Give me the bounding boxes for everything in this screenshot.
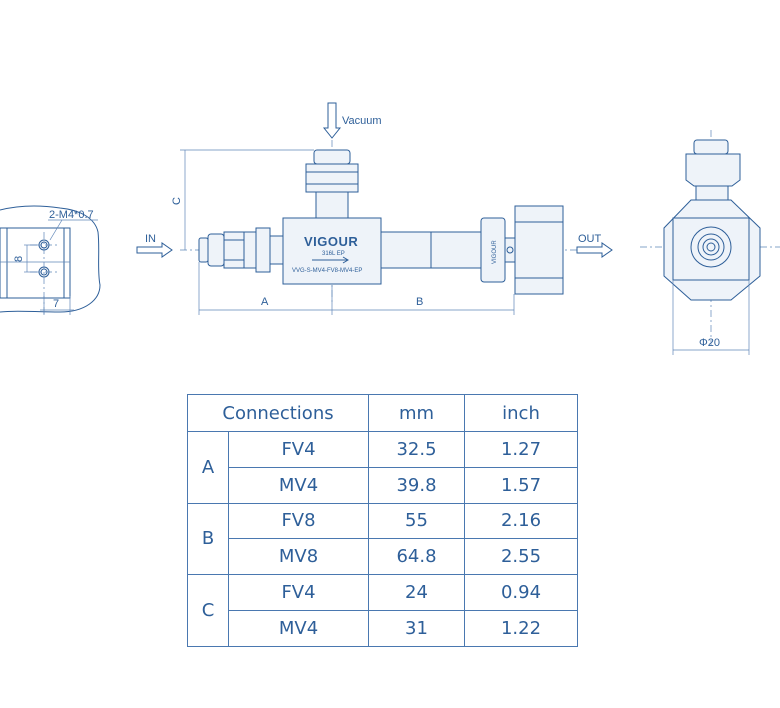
mounting-detail-view: 2-M4*0.7 8 7 <box>0 205 101 315</box>
diameter-label: Φ20 <box>699 337 720 349</box>
group-label-a: A <box>187 431 229 504</box>
group-label-b: B <box>187 502 229 576</box>
conn-cell: FV4 <box>228 574 369 611</box>
main-side-view: Vacuum VIGOUR 316L EP VVG-S-MV4-FV8-MV4-… <box>136 102 613 315</box>
conn-cell: MV4 <box>228 466 369 504</box>
dimension-a-label: A <box>261 296 269 308</box>
table-row: A FV4 32.5 1.27 <box>187 431 578 504</box>
dimension-b-label: B <box>416 296 423 308</box>
dimension-c-label: C <box>171 197 183 205</box>
inch-cell: 1.57 <box>464 466 578 504</box>
inch-cell: 0.94 <box>464 574 578 611</box>
table-row: MV8 64.8 2.55 <box>188 538 578 576</box>
table-row: B FV8 55 2.16 <box>187 502 578 576</box>
inch-cell: 1.22 <box>464 609 578 647</box>
flow-arrow-icon <box>312 256 349 264</box>
header-inch: inch <box>464 394 578 432</box>
vacuum-label: Vacuum <box>342 115 382 127</box>
group-label-c: C <box>187 574 229 647</box>
mm-cell: 39.8 <box>368 466 465 504</box>
technical-drawing: 2-M4*0.7 8 7 Vacuum VIGOUR 316L EP VVG-S… <box>0 102 780 355</box>
in-label: IN <box>145 233 156 245</box>
thread-label: 2-M4*0.7 <box>49 209 94 221</box>
vacuum-arrow-icon <box>322 102 342 139</box>
header-connections: Connections <box>187 394 369 432</box>
table-row: MV4 39.8 1.57 <box>188 466 578 504</box>
conn-cell: MV8 <box>228 538 369 576</box>
inch-cell: 2.16 <box>464 502 578 540</box>
inch-cell: 1.27 <box>464 431 578 468</box>
sub-code-label: 316L EP <box>322 251 345 257</box>
model-code-label: VVG-S-MV4-FV8-MV4-EP <box>292 268 362 274</box>
header-mm: mm <box>368 394 465 432</box>
in-arrow-icon <box>136 242 173 258</box>
dimension-table: Connections mm inch A FV4 32.5 1.27 MV4 … <box>187 394 578 647</box>
brand-label: VIGOUR <box>304 234 358 249</box>
table-row: MV4 31 1.22 <box>188 609 578 647</box>
table-row: C FV4 24 0.94 <box>187 574 578 647</box>
dimension-7-label: 7 <box>53 298 59 310</box>
end-view: Φ20 <box>640 130 780 355</box>
table-header-row: Connections mm inch <box>187 394 578 432</box>
side-brand-label: VIGOUR <box>492 240 498 264</box>
inch-cell: 2.55 <box>464 538 578 576</box>
conn-cell: MV4 <box>228 609 369 647</box>
conn-cell: FV8 <box>228 502 369 540</box>
dimension-8-label: 8 <box>13 256 25 262</box>
mm-cell: 64.8 <box>368 538 465 576</box>
out-label: OUT <box>578 233 602 245</box>
mm-cell: 32.5 <box>368 431 465 468</box>
mm-cell: 24 <box>368 574 465 611</box>
mm-cell: 55 <box>368 502 465 540</box>
port-icon <box>706 242 716 252</box>
out-arrow-icon <box>576 242 613 258</box>
conn-cell: FV4 <box>228 431 369 468</box>
mm-cell: 31 <box>368 609 465 647</box>
